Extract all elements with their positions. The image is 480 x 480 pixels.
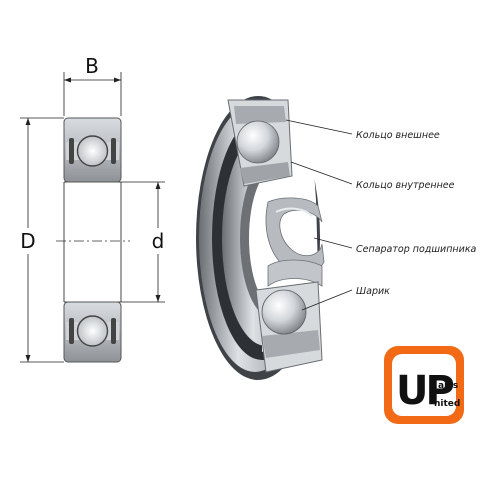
section-drawing: B D d bbox=[16, 54, 170, 363]
outer-diameter-dimension: D bbox=[16, 117, 64, 363]
ball-lower bbox=[261, 289, 307, 335]
label-outer-ring: Кольцо внешнее bbox=[356, 130, 440, 141]
cut-section-upper bbox=[227, 99, 293, 187]
ball-upper bbox=[236, 120, 280, 164]
inner-diameter-dimension: d bbox=[121, 181, 170, 303]
parts-united-logo: UP arts nited bbox=[384, 346, 464, 424]
label-cage: Сепаратор подшипника bbox=[356, 244, 477, 255]
label-ball: Шарик bbox=[356, 286, 390, 297]
callout-lines bbox=[285, 119, 353, 311]
inner-diameter-label: d bbox=[152, 229, 165, 253]
logo-word-top: arts bbox=[438, 381, 458, 391]
callout-labels: Кольцо внешнее Кольцо внутреннее Сепарат… bbox=[356, 130, 477, 297]
width-dimension: B bbox=[63, 54, 122, 116]
outer-diameter-label: D bbox=[20, 229, 35, 253]
ball-top bbox=[76, 135, 109, 167]
cage bbox=[265, 197, 325, 287]
section-top bbox=[63, 117, 122, 183]
label-inner-ring: Кольцо внутреннее bbox=[356, 180, 455, 191]
logo-word-bottom: nited bbox=[434, 399, 460, 409]
section-bottom bbox=[63, 301, 122, 363]
ball-bottom bbox=[76, 315, 109, 347]
logo-letters: UP bbox=[396, 368, 453, 414]
cut-section-lower bbox=[255, 281, 323, 373]
bearing-cutaway bbox=[196, 96, 325, 380]
width-label: B bbox=[85, 54, 99, 78]
